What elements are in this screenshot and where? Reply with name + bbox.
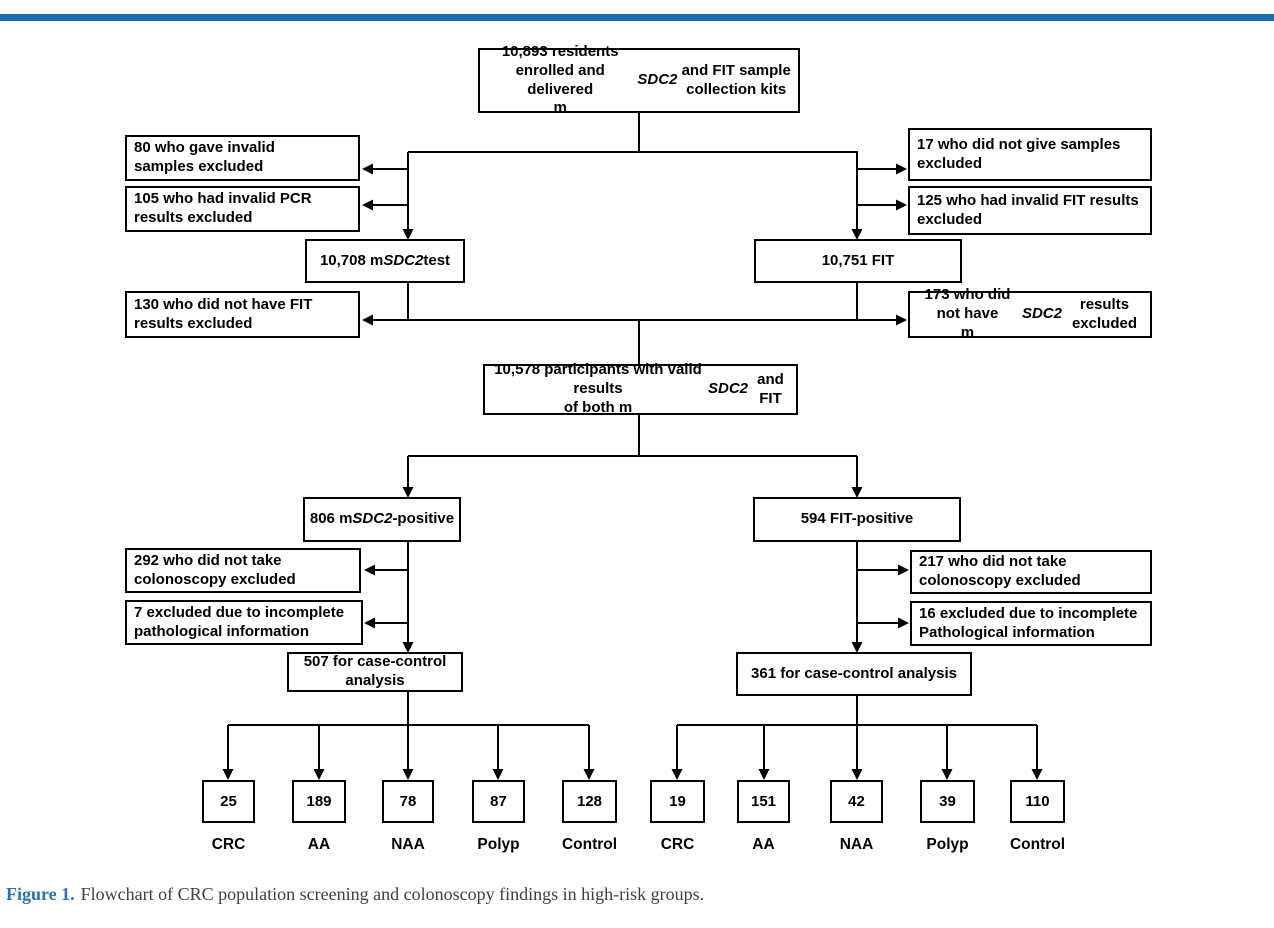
count-box-count-left-aa: 189	[292, 780, 346, 823]
flow-box-fit-test: 10,751 FIT	[754, 239, 962, 283]
figure-caption-text: Flowchart of CRC population screening an…	[80, 884, 705, 904]
category-label-label-right-crc: CRC	[660, 836, 695, 853]
category-label-label-left-control: Control	[561, 836, 618, 853]
count-box-count-left-control: 128	[562, 780, 617, 823]
category-label-label-right-naa: NAA	[839, 836, 874, 853]
figure-caption: Figure 1.Flowchart of CRC population scr…	[6, 884, 1106, 905]
category-label-label-left-naa: NAA	[391, 836, 425, 853]
count-box-count-left-naa: 78	[382, 780, 434, 823]
category-label-label-right-polyp: Polyp	[926, 836, 969, 853]
count-box-count-right-crc: 19	[650, 780, 705, 823]
category-label-label-left-aa: AA	[307, 836, 331, 853]
category-label-label-left-polyp: Polyp	[477, 836, 520, 853]
figure-caption-label: Figure 1.	[6, 884, 75, 904]
count-box-count-right-aa: 151	[737, 780, 790, 823]
category-label-label-left-crc: CRC	[211, 836, 246, 853]
flow-box-case-control-left: 507 for case-control analysis	[287, 652, 463, 692]
count-box-count-right-polyp: 39	[920, 780, 975, 823]
category-label-label-right-aa: AA	[752, 836, 775, 853]
flow-box-fit-positive: 594 FIT-positive	[753, 497, 961, 542]
count-box-count-right-control: 110	[1010, 780, 1065, 823]
count-box-count-left-polyp: 87	[472, 780, 525, 823]
count-box-count-left-crc: 25	[202, 780, 255, 823]
category-label-label-right-control: Control	[1009, 836, 1066, 853]
journal-rule-bar	[0, 14, 1274, 21]
count-box-count-right-naa: 42	[830, 780, 883, 823]
flow-box-case-control-right: 361 for case-control analysis	[736, 652, 972, 696]
